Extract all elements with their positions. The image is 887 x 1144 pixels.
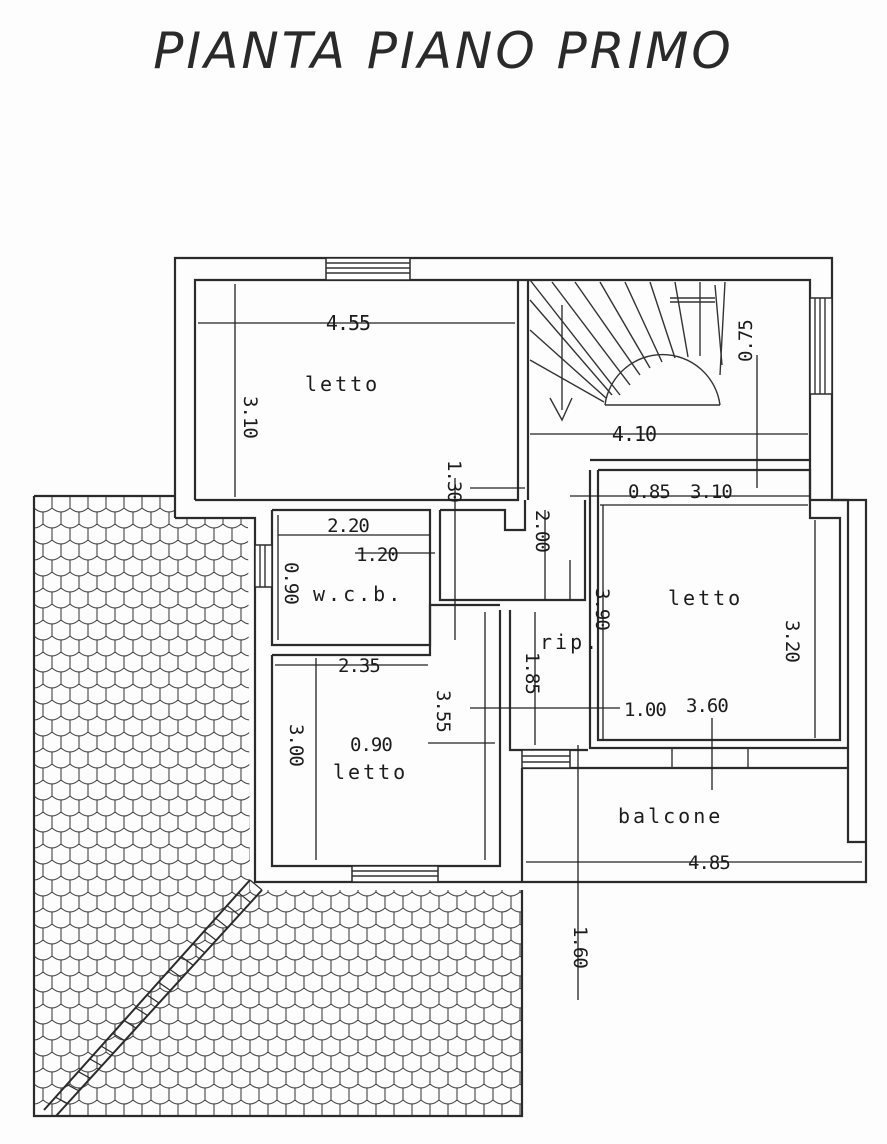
dim-2-35: 2.35 [338, 655, 380, 677]
dim-3-20: 3.20 [781, 620, 803, 662]
staircase [529, 279, 726, 422]
dim-3-60: 3.60 [686, 695, 728, 717]
room-label-bedroom-1: letto [305, 372, 380, 396]
dim-1-30: 1.30 [443, 460, 465, 502]
dim-1-85: 1.85 [521, 652, 543, 694]
room-label-storage: rip. [540, 630, 600, 654]
roof-edge [32, 496, 524, 1118]
roof-ridge [43, 879, 263, 1117]
dimension-lines [198, 284, 862, 1000]
dim-1-20: 1.20 [356, 544, 398, 566]
room-label-bedroom-2: letto [668, 586, 743, 610]
dim-0-90-wc: 0.90 [280, 562, 302, 604]
dim-3-10a: 3.10 [239, 396, 261, 438]
plan-title: PIANTA PIANO PRIMO [153, 22, 734, 80]
room-label-balcony: balcone [618, 804, 723, 828]
dim-0-90: 0.90 [350, 734, 392, 756]
dim-0-85: 0.85 [628, 481, 670, 503]
dim-2-00: 2.00 [531, 510, 553, 552]
dim-4-55: 4.55 [326, 311, 370, 335]
dim-3-90: 3.90 [591, 588, 613, 630]
dim-3-55: 3.55 [432, 690, 454, 732]
dim-3-00: 3.00 [285, 724, 307, 766]
dim-1-00: 1.00 [624, 699, 666, 721]
dim-3-10b: 3.10 [690, 481, 732, 503]
room-label-bathroom: w.c.b. [313, 582, 403, 606]
dim-0-75: 0.75 [735, 320, 757, 362]
dim-4-10: 4.10 [612, 422, 656, 446]
windows [254, 257, 833, 883]
dim-4-85: 4.85 [688, 852, 730, 874]
dim-2-20: 2.20 [327, 515, 369, 537]
room-label-bedroom-3: letto [333, 760, 408, 784]
dim-1-60: 1.60 [569, 926, 591, 968]
